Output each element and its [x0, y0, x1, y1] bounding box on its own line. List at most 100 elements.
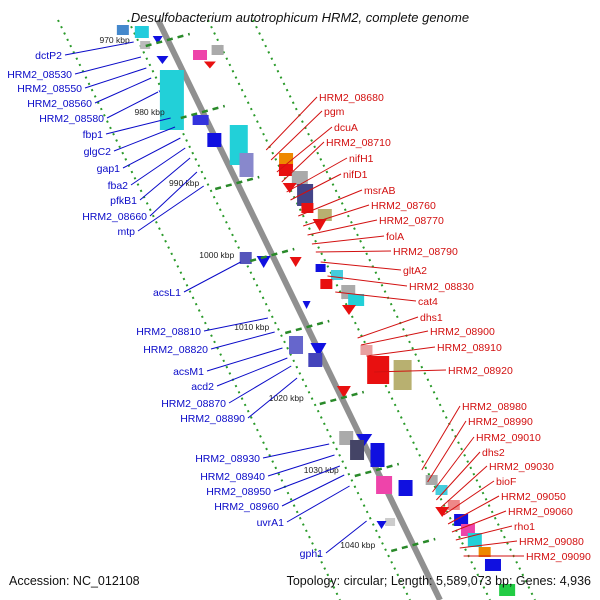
- left-gene-label: HRM2_08550: [17, 83, 82, 95]
- gene-block: [385, 518, 396, 526]
- gene-block: [159, 70, 184, 130]
- scale-tick-label: 990 kbp: [169, 178, 200, 188]
- gene-block: [192, 115, 209, 125]
- gene-block: [116, 25, 129, 35]
- right-gene-label: HRM2_08920: [448, 365, 513, 377]
- gene-block: [308, 353, 323, 367]
- right-leader-line: [311, 235, 385, 245]
- right-leader-line: [276, 126, 333, 173]
- gene-block: [454, 514, 469, 526]
- right-leader-line: [439, 465, 488, 509]
- left-leader-line: [139, 157, 191, 201]
- left-gene-label: glgC2: [84, 146, 112, 158]
- left-gene-label: HRM2_08660: [82, 211, 147, 223]
- left-leader-line: [216, 357, 288, 387]
- gene-arrow: [356, 434, 373, 446]
- gene-block: [239, 252, 252, 264]
- scale-tick-line: [390, 537, 436, 553]
- right-leader-line: [307, 219, 378, 236]
- gene-arrow: [203, 61, 216, 69]
- gene-arrow: [342, 305, 356, 315]
- scale-tick-line: [145, 32, 191, 48]
- left-gene-label: fba2: [108, 180, 129, 192]
- left-leader-line: [183, 261, 241, 293]
- gene-labels: dctP2HRM2_08530HRM2_08550HRM2_08560HRM2_…: [7, 50, 591, 563]
- gene-arrow: [310, 343, 327, 357]
- right-gene-label: nifD1: [343, 169, 368, 181]
- right-leader-line: [270, 110, 323, 161]
- right-leader-line: [447, 495, 500, 525]
- scale-tick-label: 980 kbp: [134, 107, 165, 117]
- right-gene-label: HRM2_08680: [319, 92, 384, 104]
- right-gene-label: nifH1: [349, 153, 374, 165]
- gene-block: [315, 264, 326, 272]
- right-gene-label: folA: [386, 231, 404, 243]
- gene-block: [393, 360, 412, 390]
- gene-block: [484, 559, 501, 571]
- gene-arrow: [156, 56, 169, 64]
- gene-block: [350, 440, 365, 460]
- right-leader-line: [374, 369, 447, 373]
- scale-tick-label: 970 kbp: [99, 35, 130, 45]
- gene-block: [193, 50, 208, 60]
- right-gene-label: dhs1: [420, 312, 443, 324]
- gene-block: [478, 547, 491, 557]
- gene-block: [134, 26, 149, 38]
- gene-block: [435, 485, 448, 495]
- right-gene-label: HRM2_09030: [489, 461, 554, 473]
- left-gene-label: pfkB1: [110, 195, 137, 207]
- left-leader-line: [122, 137, 181, 169]
- left-gene-label: mtp: [117, 226, 135, 238]
- right-leader-line: [443, 480, 495, 516]
- right-gene-label: msrAB: [364, 185, 396, 197]
- left-leader-line: [84, 67, 147, 89]
- right-leader-line: [451, 510, 507, 533]
- gene-arrow: [336, 386, 351, 398]
- gene-arrow: [376, 521, 387, 529]
- left-leader-line: [130, 147, 186, 186]
- gene-arrow: [282, 183, 297, 193]
- left-leader-line: [137, 185, 204, 232]
- left-gene-label: uvrA1: [257, 517, 285, 529]
- right-gene-label: HRM2_08910: [437, 342, 502, 354]
- left-leader-line: [64, 41, 134, 56]
- left-gene-label: HRM2_08930: [195, 453, 260, 465]
- left-gene-label: acsL1: [153, 287, 181, 299]
- gene-block: [330, 270, 343, 280]
- right-gene-label: dcuA: [334, 122, 358, 134]
- leader-lines: [64, 41, 524, 557]
- gene-block: [278, 164, 293, 176]
- dotted-guide: [57, 19, 341, 600]
- right-leader-line: [298, 189, 363, 217]
- left-leader-line: [262, 443, 330, 459]
- gene-block: [360, 345, 373, 355]
- gene-arrow: [289, 257, 302, 267]
- scale-tick-line: [284, 319, 330, 335]
- left-leader-line: [286, 485, 350, 523]
- right-gene-label: HRM2_09010: [476, 432, 541, 444]
- scale-tick-line: [319, 390, 365, 406]
- right-leader-line: [459, 540, 518, 549]
- right-gene-label: HRM2_09090: [526, 551, 591, 563]
- left-leader-line: [210, 331, 275, 350]
- gene-block: [348, 294, 365, 306]
- left-leader-line: [247, 377, 298, 419]
- right-gene-label: HRM2_09050: [501, 491, 566, 503]
- right-leader-line: [265, 96, 318, 151]
- left-gene-label: HRM2_08580: [39, 113, 104, 125]
- gene-arrow: [435, 507, 450, 517]
- left-leader-line: [281, 474, 345, 507]
- dotted-guide: [252, 19, 536, 600]
- right-gene-label: HRM2_08900: [430, 326, 495, 338]
- right-gene-label: HRM2_09060: [508, 506, 573, 518]
- map-title: Desulfobacterium autotrophicum HRM2, com…: [130, 10, 470, 25]
- left-leader-line: [105, 117, 171, 135]
- gene-block: [289, 336, 304, 354]
- left-gene-label: HRM2_08870: [161, 398, 226, 410]
- gene-block: [425, 475, 438, 485]
- right-gene-label: HRM2_08790: [393, 246, 458, 258]
- gene-block: [207, 133, 222, 147]
- left-gene-label: acd2: [191, 381, 214, 393]
- right-leader-line: [421, 405, 461, 471]
